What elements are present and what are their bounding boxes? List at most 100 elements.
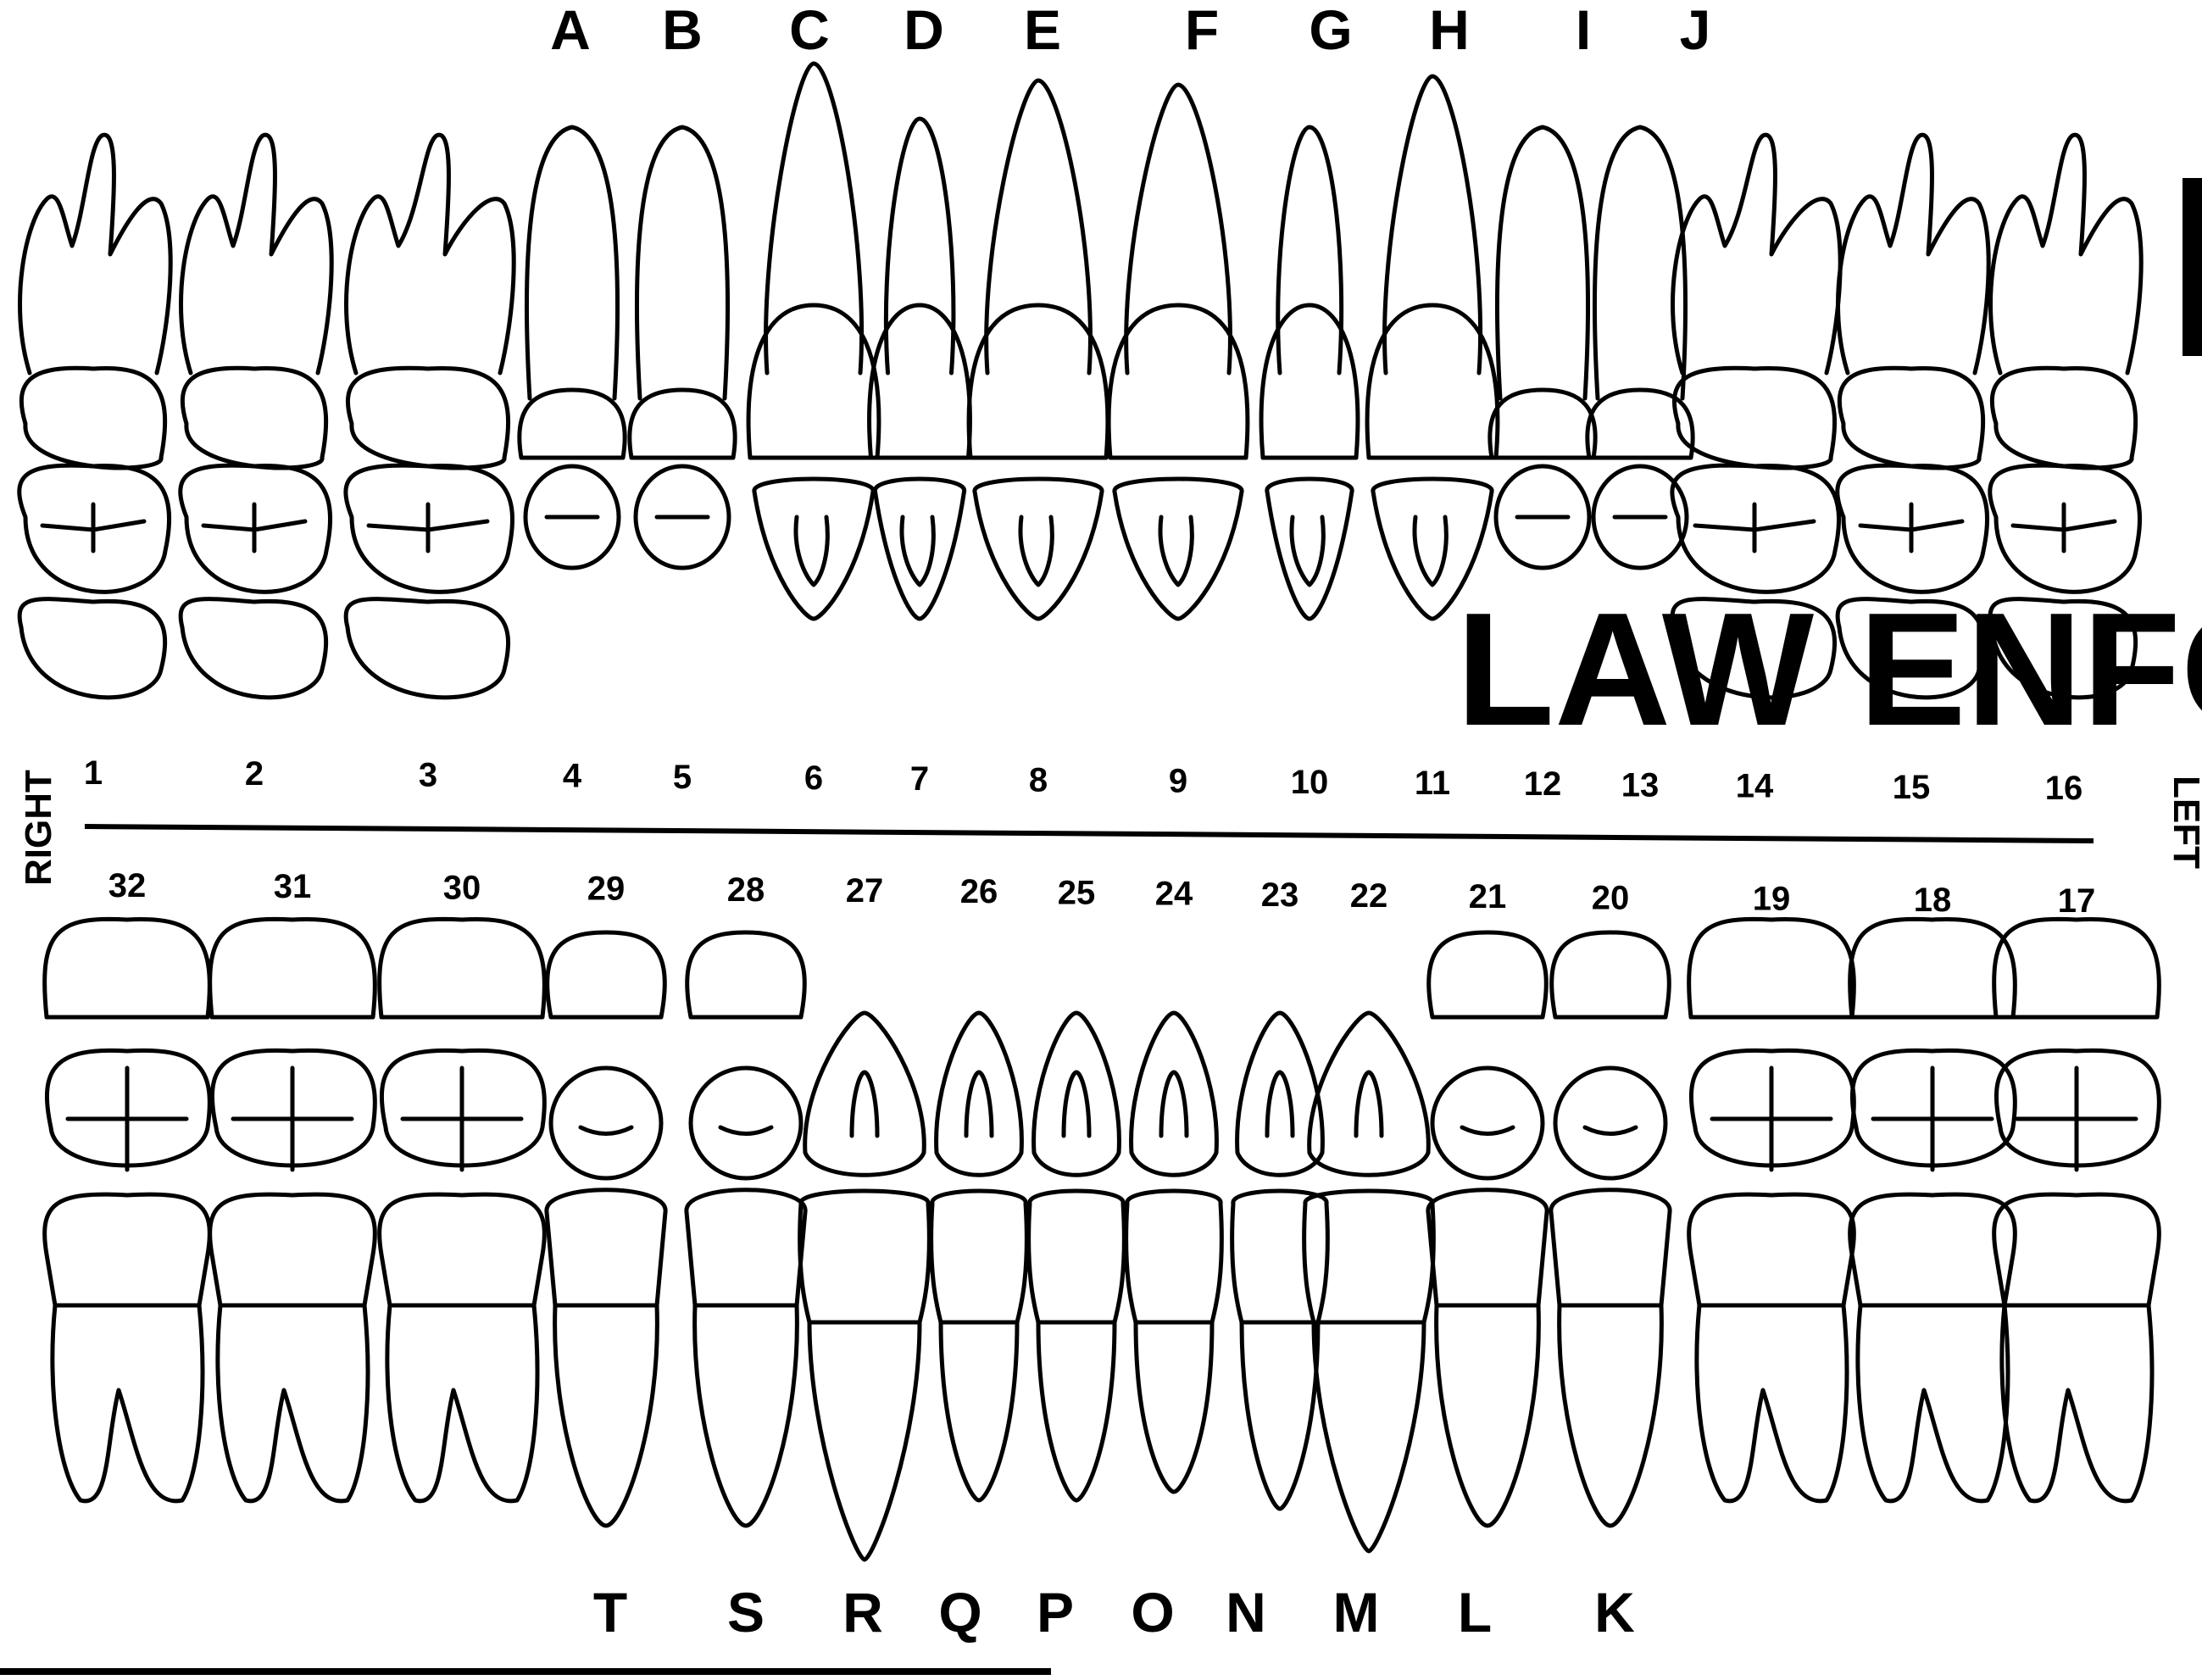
root — [181, 135, 332, 373]
root — [218, 1305, 368, 1501]
lower-primary-letter: N — [1226, 1581, 1266, 1644]
lower-tooth-number: 26 — [960, 873, 998, 910]
lower-tooth — [380, 919, 545, 1501]
lower-tooth-number: 29 — [587, 871, 626, 908]
upper-tooth-number: 7 — [910, 760, 929, 798]
upper-tooth-number: 5 — [673, 759, 692, 796]
upper-tooth — [346, 135, 514, 698]
root — [1697, 1305, 1847, 1501]
buccal-crown — [1551, 1190, 1670, 1305]
upper-primary-letter: H — [1429, 0, 1470, 61]
root — [1991, 135, 2142, 373]
occlusal — [1555, 1068, 1665, 1178]
groove — [720, 1127, 771, 1134]
lower-tooth — [1428, 932, 1547, 1526]
upper-tooth — [969, 81, 1108, 619]
crown — [548, 932, 665, 1017]
groove — [42, 504, 144, 551]
groove — [1873, 1068, 1992, 1170]
lower-primary-letter: O — [1131, 1581, 1174, 1644]
upper-tooth — [1367, 76, 1498, 619]
crown — [1992, 368, 2135, 468]
crown — [969, 305, 1108, 458]
root — [1136, 1322, 1212, 1492]
root — [53, 1305, 203, 1501]
lower-primary-letter: R — [842, 1581, 883, 1644]
lower-tooth — [45, 919, 210, 1501]
upper-tooth-number: 2 — [245, 755, 264, 793]
crown — [1839, 368, 1982, 468]
upper-tooth-number: 3 — [419, 756, 437, 793]
root — [527, 127, 618, 398]
root — [1314, 1322, 1424, 1551]
lower-tooth — [1689, 919, 1854, 1501]
groove — [1695, 504, 1814, 551]
crown — [748, 305, 879, 458]
cingulum — [1267, 1072, 1293, 1136]
buccal-crown — [45, 1194, 210, 1305]
incisal — [975, 479, 1102, 619]
lower-primary-letter: K — [1594, 1581, 1635, 1644]
lower-tooth — [931, 1013, 1027, 1500]
upper-tooth — [748, 64, 879, 619]
upper-tooth — [1490, 127, 1595, 568]
root — [555, 1305, 658, 1526]
root — [766, 64, 862, 373]
crown — [1552, 932, 1670, 1017]
root — [1858, 1305, 2008, 1501]
root — [20, 135, 171, 373]
lower-tooth — [1126, 1013, 1222, 1492]
right-side-label: RIGHT — [18, 770, 59, 886]
upper-tooth — [870, 119, 970, 619]
upper-tooth-number: 1 — [84, 754, 103, 792]
buccal-crown — [1428, 1190, 1547, 1305]
root — [1838, 135, 1989, 373]
buccal-crown — [19, 599, 165, 698]
groove — [203, 504, 305, 551]
root — [1038, 1322, 1115, 1500]
upper-primary-letter: F — [1185, 0, 1219, 61]
cingulum — [1356, 1072, 1382, 1136]
upper-tooth-number: 14 — [1736, 768, 1774, 805]
root — [637, 127, 728, 398]
upper-primary-letter: B — [662, 0, 703, 61]
upper-tooth — [181, 135, 331, 698]
root — [941, 1322, 1017, 1500]
lower-primary-letter: T — [593, 1581, 627, 1644]
lower-tooth-number: 27 — [846, 872, 884, 910]
crown — [1490, 390, 1595, 458]
groove — [233, 1068, 352, 1170]
upper-primary-letter: C — [789, 0, 830, 61]
groove — [369, 504, 487, 551]
upper-tooth — [1261, 127, 1358, 619]
lower-primary-letter: S — [727, 1581, 765, 1644]
lower-tooth — [210, 919, 375, 1501]
lower-tooth — [1029, 1013, 1125, 1500]
crown — [1994, 919, 2160, 1017]
occlusal — [691, 1068, 801, 1178]
root — [1560, 1305, 1662, 1526]
root — [2002, 1305, 2152, 1501]
buccal-crown — [210, 1194, 375, 1305]
lower-tooth-number: 22 — [1350, 877, 1388, 915]
upper-primary-letter: D — [904, 0, 944, 61]
root — [387, 1305, 537, 1501]
buccal-crown — [1994, 1194, 2160, 1305]
crown — [1674, 368, 1834, 468]
root — [886, 119, 954, 373]
upper-tooth — [520, 127, 625, 568]
occlusal — [1432, 1068, 1543, 1178]
crown — [1850, 919, 2016, 1017]
stamp-bar — [2183, 178, 2202, 356]
groove — [1712, 1068, 1831, 1170]
incisal — [875, 479, 964, 619]
lower-tooth-number: 18 — [1914, 882, 1952, 919]
root — [1498, 127, 1588, 398]
crown — [1126, 1191, 1222, 1322]
root — [695, 1305, 798, 1526]
left-side-label: LEFT — [2166, 776, 2202, 869]
buccal-crown — [380, 1194, 545, 1305]
lower-primary-letter: Q — [938, 1581, 981, 1644]
cingulum — [1064, 1072, 1089, 1136]
